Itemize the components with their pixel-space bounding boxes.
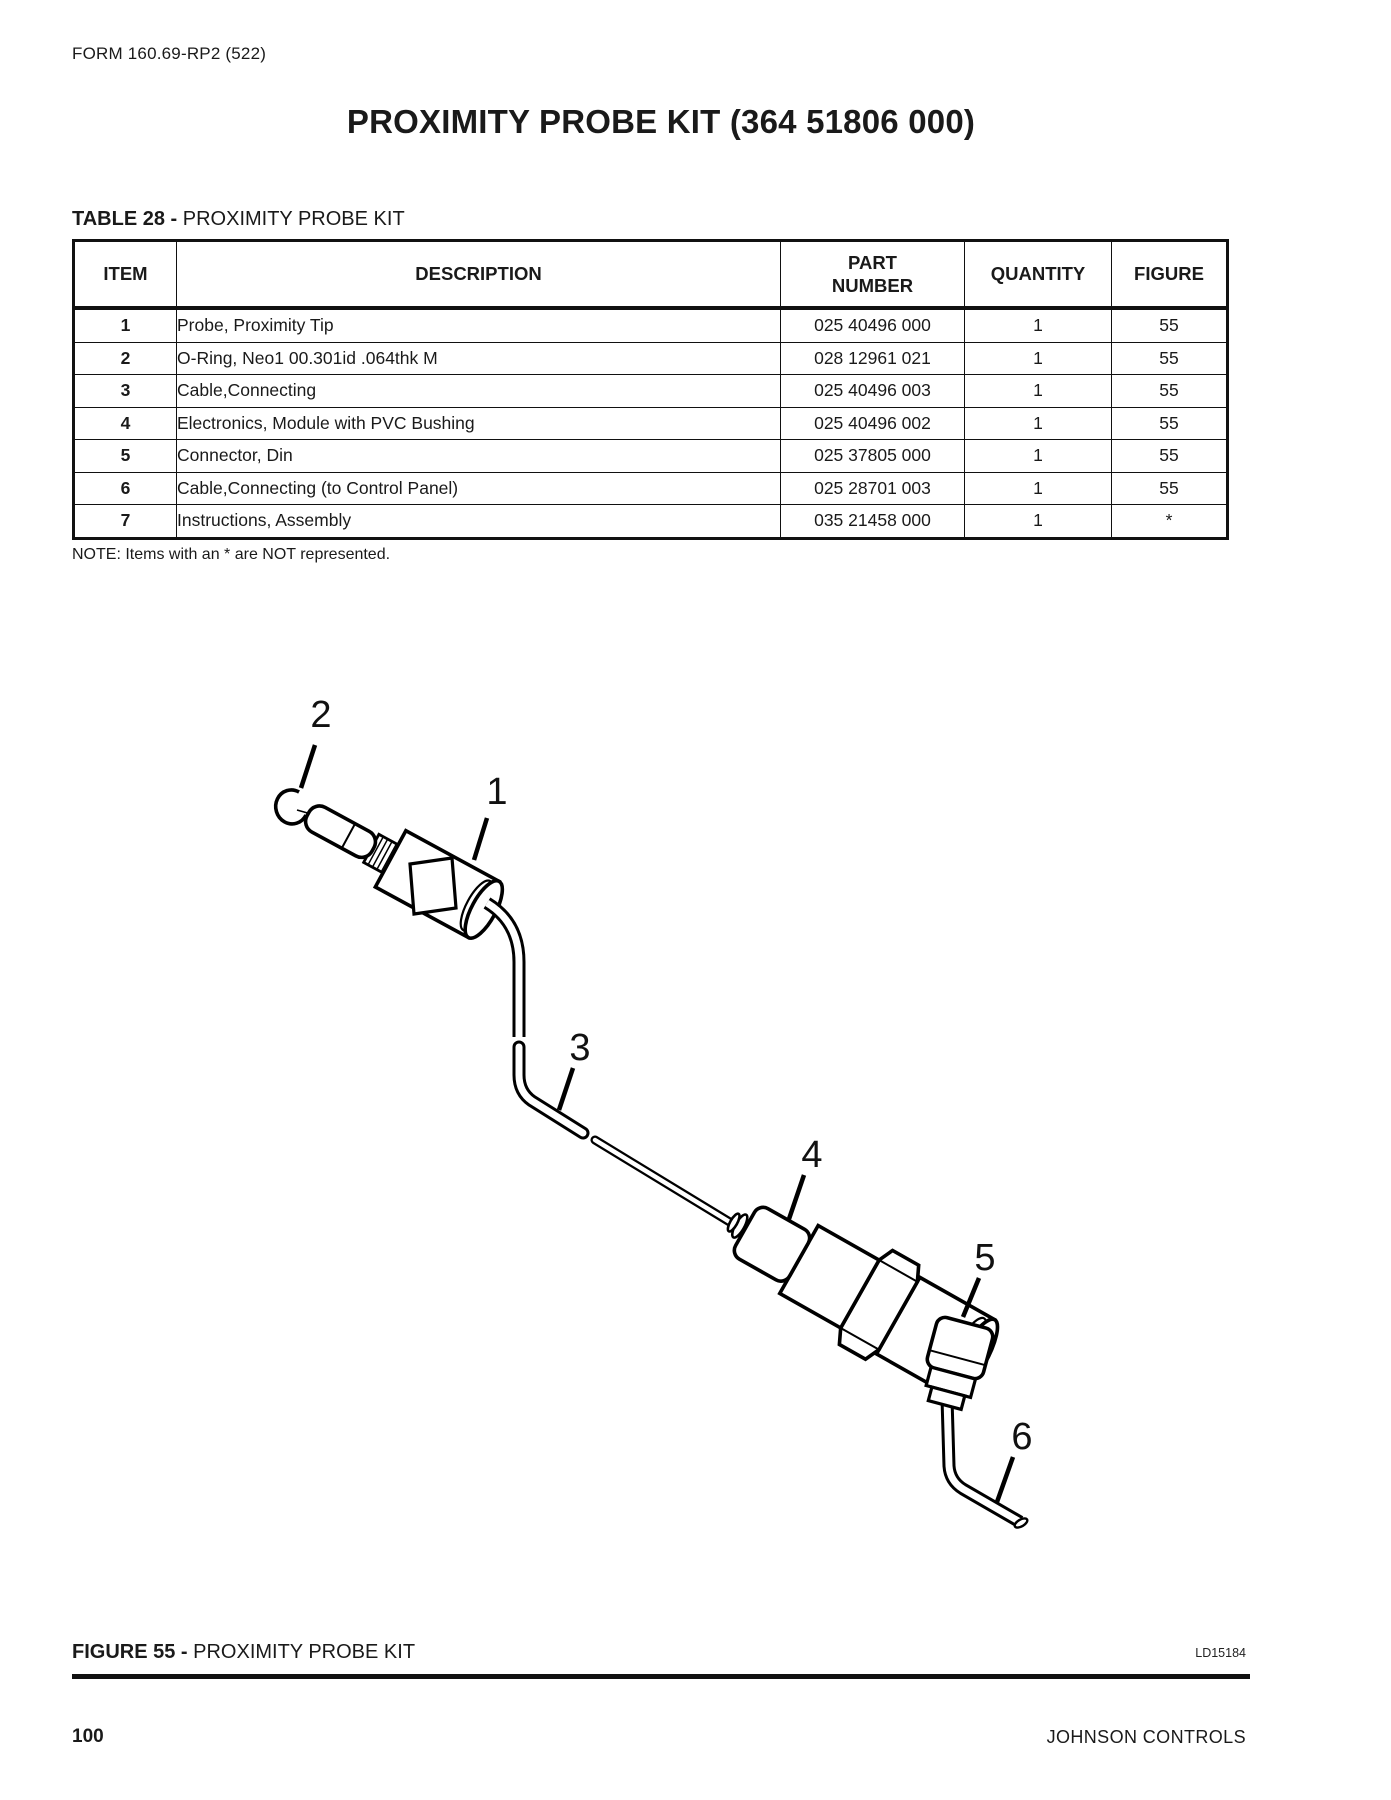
cell-item: 5 [73,439,177,473]
callout-5: 5 [960,1237,996,1318]
table-row: 3 Cable,Connecting 025 40496 003 1 55 [73,374,1228,408]
cell-quantity: 1 [964,307,1112,343]
cell-description: Probe, Proximity Tip [176,307,781,343]
cell-description: Cable,Connecting (to Control Panel) [176,471,781,505]
svg-text:4: 4 [801,1134,822,1176]
table-row: 2 O-Ring, Neo1 00.301id .064thk M 028 12… [73,341,1228,375]
table-row: 1 Probe, Proximity Tip 025 40496 000 1 5… [73,307,1228,343]
cell-figure: * [1111,504,1228,539]
form-number: FORM 160.69-RP2 (522) [72,44,267,63]
cell-item: 3 [73,374,177,408]
footer-rule [72,1674,1250,1679]
callout-2: 2 [298,694,332,789]
svg-text:3: 3 [569,1027,590,1069]
cell-figure: 55 [1111,374,1228,408]
table-header-row: ITEM DESCRIPTION PART NUMBER QUANTITY FI… [73,240,1228,310]
cell-quantity: 1 [964,341,1112,375]
header-description: DESCRIPTION [176,240,781,310]
cell-item: 1 [73,307,177,343]
connecting-cable-part [483,897,738,1229]
cell-figure: 55 [1111,439,1228,473]
figure-caption: FIGURE 55 - PROXIMITY PROBE KIT [72,1641,415,1664]
cell-description: Electronics, Module with PVC Bushing [176,406,781,440]
probe-keyway-notch [408,856,458,916]
cell-description: Connector, Din [176,439,781,473]
cell-quantity: 1 [964,374,1112,408]
svg-text:1: 1 [486,771,507,813]
footer-brand: JOHNSON CONTROLS [1046,1727,1246,1747]
header-figure: FIGURE [1111,240,1228,310]
parts-table: ITEM DESCRIPTION PART NUMBER QUANTITY FI… [72,239,1229,540]
cell-item: 7 [73,504,177,539]
table-note: NOTE: Items with an * are NOT represente… [72,546,391,563]
cell-figure: 55 [1111,471,1228,505]
figure-callouts: 1 2 3 4 5 6 [298,694,1033,1503]
callout-6: 6 [994,1416,1033,1503]
table-row: 4 Electronics, Module with PVC Bushing 0… [73,406,1228,440]
table-caption-label: TABLE 28 - [72,208,183,230]
header-item: ITEM [73,240,177,310]
cell-part-number: 025 40496 000 [780,307,965,343]
cell-description: O-Ring, Neo1 00.301id .064thk M [176,341,781,375]
drawing-reference: LD15184 [1195,1646,1246,1660]
cell-item: 2 [73,341,177,375]
cell-part-number: 025 40496 003 [780,374,965,408]
header-quantity: QUANTITY [964,240,1112,310]
cell-figure: 55 [1111,341,1228,375]
cell-part-number: 028 12961 021 [780,341,965,375]
header-part-number: PART NUMBER [780,240,965,310]
cell-quantity: 1 [964,439,1112,473]
cell-quantity: 1 [964,504,1112,539]
table-caption: TABLE 28 - PROXIMITY PROBE KIT [72,208,405,231]
table-caption-title: PROXIMITY PROBE KIT [182,208,405,230]
svg-text:5: 5 [974,1237,995,1279]
cell-figure: 55 [1111,307,1228,343]
page-number: 100 [72,1726,104,1747]
figure-caption-title: PROXIMITY PROBE KIT [193,1641,416,1663]
callout-1: 1 [471,771,508,861]
svg-text:2: 2 [310,694,331,736]
callout-3: 3 [556,1027,591,1111]
table-row: 6 Cable,Connecting (to Control Panel) 02… [73,471,1228,505]
cell-description: Cable,Connecting [176,374,781,408]
cell-part-number: 035 21458 000 [780,504,965,539]
control-panel-cable-part [940,1397,1029,1529]
cell-item: 6 [73,471,177,505]
table-row: 7 Instructions, Assembly 035 21458 000 1… [73,504,1228,539]
table-row: 5 Connector, Din 025 37805 000 1 55 [73,439,1228,473]
proximity-probe-part [303,804,505,940]
page-title: PROXIMITY PROBE KIT (364 51806 000) [346,103,976,140]
cell-part-number: 025 28701 003 [780,471,965,505]
cell-description: Instructions, Assembly [176,504,781,539]
din-connector-part [924,1315,995,1412]
figure-caption-label: FIGURE 55 - [72,1641,194,1663]
svg-text:6: 6 [1011,1416,1032,1458]
callout-4: 4 [786,1134,823,1220]
